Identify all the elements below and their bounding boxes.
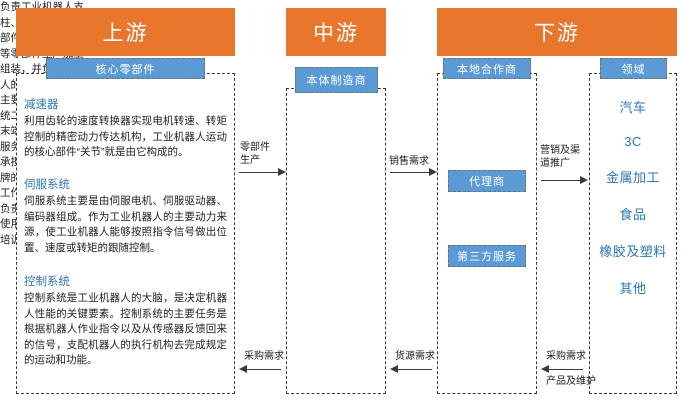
arrow-source-demand-line bbox=[394, 369, 432, 370]
arrow-parts-production-line bbox=[239, 172, 280, 173]
arrow-parts-production-head-icon bbox=[278, 168, 286, 176]
chip-local-partner: 本地合作商 bbox=[443, 58, 531, 79]
arrow-purchase-demand-up-head-icon bbox=[239, 365, 247, 373]
block-control-title: 控制系统 bbox=[24, 276, 70, 288]
domain-list: 汽车 3C 金属加工 食品 橡胶及塑料 其他 bbox=[589, 88, 677, 306]
domain-item-1: 3C bbox=[624, 134, 642, 149]
arrow-label-source-demand: 货源需求 bbox=[395, 351, 435, 362]
block-reducer-title: 减速器 bbox=[24, 99, 59, 111]
arrow-label-parts-production: 零部件 生产 bbox=[240, 142, 270, 166]
domain-item-5: 其他 bbox=[619, 281, 647, 296]
arrow-sales-demand-line bbox=[390, 172, 431, 173]
panel-upstream bbox=[16, 73, 235, 394]
stage-header-midstream: 中游 bbox=[286, 8, 386, 56]
panel-domain bbox=[589, 73, 677, 394]
chip-agent: 代理商 bbox=[448, 170, 526, 192]
arrow-source-demand-head-icon bbox=[390, 365, 398, 373]
arrow-label-purchase-demand-up: 采购需求 bbox=[244, 351, 284, 362]
arrow-label-product-maintenance: 产品及维护 bbox=[546, 376, 596, 387]
arrow-marketing-channel-line bbox=[541, 180, 582, 181]
block-servo-title: 伺服系统 bbox=[24, 179, 70, 191]
stage-header-downstream: 下游 bbox=[437, 8, 677, 56]
domain-item-3: 食品 bbox=[619, 207, 647, 222]
block-reducer-body: 利用齿轮的速度转换器实现电机转速、转矩控制的精密动力传达机构，工业机器人运动的核… bbox=[24, 115, 227, 158]
arrow-marketing-channel-head-icon bbox=[580, 176, 588, 184]
stage-header-upstream: 上游 bbox=[16, 8, 235, 56]
panel-local-partner bbox=[437, 73, 537, 394]
chip-domain: 领域 bbox=[600, 58, 667, 79]
arrow-purchase-demand-dn-head-icon bbox=[541, 365, 549, 373]
block-servo-system: 伺服系统 伺服系统主要是由伺服电机、伺服驱动器、编码器组成。作为工业机器人的主要… bbox=[24, 178, 227, 256]
block-reducer: 减速器 利用齿轮的速度转换器实现电机转速、转矩控制的精密动力传达机构，工业机器人… bbox=[24, 98, 227, 161]
block-control-body: 控制系统是工业机器人的大脑，是决定机器人性能的关键要素。控制系统的主要任务是根据… bbox=[24, 292, 227, 366]
arrow-label-sales-demand: 销售需求 bbox=[389, 156, 429, 167]
arrow-purchase-demand-up-line bbox=[243, 369, 281, 370]
block-servo-body: 伺服系统主要是由伺服电机、伺服驱动器、编码器组成。作为工业机器人的主要动力来源，… bbox=[24, 195, 227, 254]
arrow-label-purchase-demand-dn: 采购需求 bbox=[546, 351, 586, 362]
domain-item-0: 汽车 bbox=[619, 100, 647, 115]
panel-midstream bbox=[286, 88, 386, 394]
domain-item-2: 金属加工 bbox=[605, 170, 660, 185]
arrow-purchase-demand-dn-line bbox=[545, 369, 583, 370]
domain-item-4: 橡胶及塑料 bbox=[599, 244, 667, 259]
chip-body-maker: 本体制造商 bbox=[295, 67, 378, 93]
chip-core-parts: 核心零部件 bbox=[46, 58, 205, 79]
chip-third-party: 第三方服务 bbox=[448, 245, 526, 267]
block-control-system: 控制系统 控制系统是工业机器人的大脑，是决定机器人性能的关键要素。控制系统的主要… bbox=[24, 275, 227, 369]
arrow-label-marketing-channel: 营销及渠 道推广 bbox=[540, 145, 580, 169]
arrow-sales-demand-head-icon bbox=[429, 168, 437, 176]
